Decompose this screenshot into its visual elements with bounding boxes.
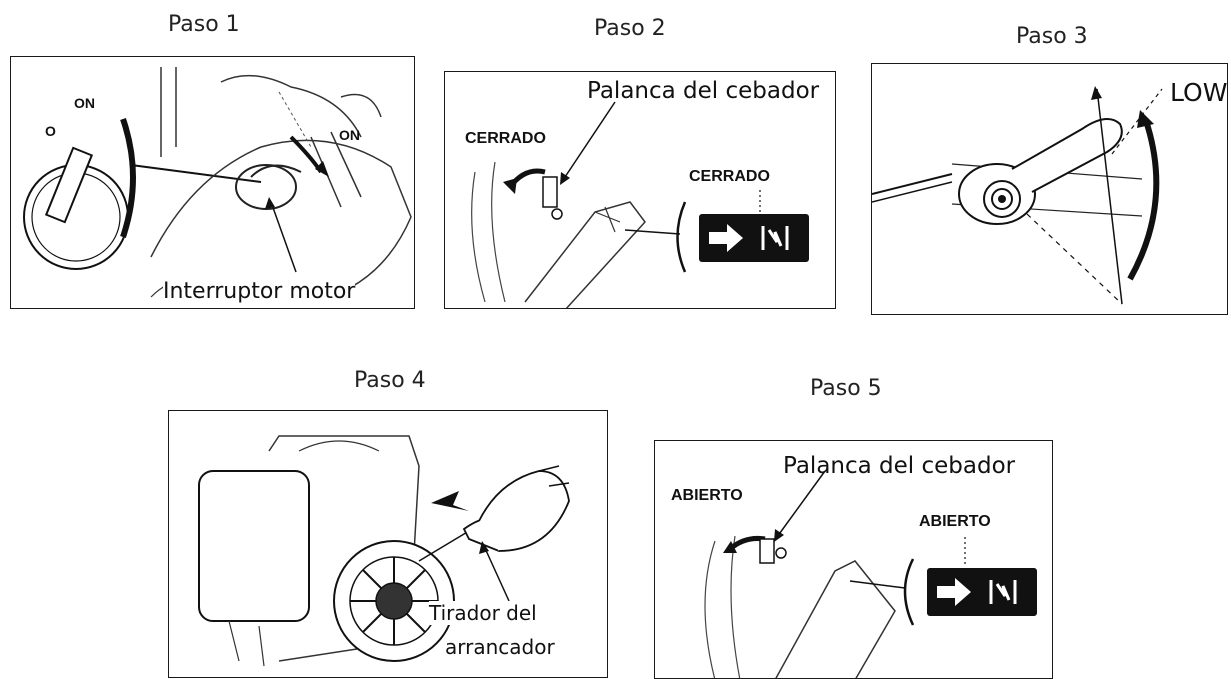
choke-open-right-label: ABIERTO bbox=[919, 513, 991, 530]
switch-on-label: ON bbox=[339, 127, 360, 143]
low-label: LOW bbox=[1170, 78, 1228, 107]
dial-off-label: O bbox=[45, 123, 56, 139]
step-4-title: Paso 4 bbox=[354, 368, 426, 393]
step-2-title: Paso 2 bbox=[594, 16, 666, 41]
step-1-panel: ON O ON Interruptor motor bbox=[10, 56, 415, 309]
step-3-title: Paso 3 bbox=[1016, 24, 1088, 49]
dial-on-label: ON bbox=[74, 95, 95, 111]
choke-state-left-label: CERRADO bbox=[465, 130, 546, 147]
choke-open-symbol-badge bbox=[927, 568, 1037, 616]
step-5-title: Paso 5 bbox=[810, 376, 882, 401]
step-3-panel: LOW bbox=[871, 63, 1228, 315]
choke-state-right-label: CERRADO bbox=[689, 168, 770, 185]
choke-symbol-icon bbox=[937, 578, 1017, 606]
arrow-right-icon bbox=[709, 224, 789, 252]
step-2-panel: Palanca del cebador CERRADO CERRADO bbox=[444, 71, 836, 309]
choke-open-left-label: ABIERTO bbox=[671, 487, 743, 504]
step-1-title: Paso 1 bbox=[168, 12, 240, 37]
recoil-starter-illustration bbox=[198, 435, 570, 667]
step-4-panel: Tirador del arrancador bbox=[168, 410, 608, 678]
choke-symbol-badge bbox=[699, 214, 809, 262]
choke-closed-illustration bbox=[471, 101, 761, 308]
choke-lever-label: Palanca del cebador bbox=[587, 78, 820, 104]
choke-open-illustration bbox=[704, 470, 966, 678]
step-5-panel: Palanca del cebador ABIERTO ABIERTO bbox=[654, 440, 1053, 679]
engine-switch-illustration bbox=[23, 67, 412, 303]
throttle-lever-illustration bbox=[872, 86, 1163, 305]
starter-caption-line1: Tirador del bbox=[429, 601, 537, 625]
starter-caption-line2: arrancador bbox=[445, 635, 555, 659]
engine-switch-caption: Interruptor motor bbox=[163, 279, 356, 304]
choke-lever-open-label: Palanca del cebador bbox=[783, 453, 1016, 479]
